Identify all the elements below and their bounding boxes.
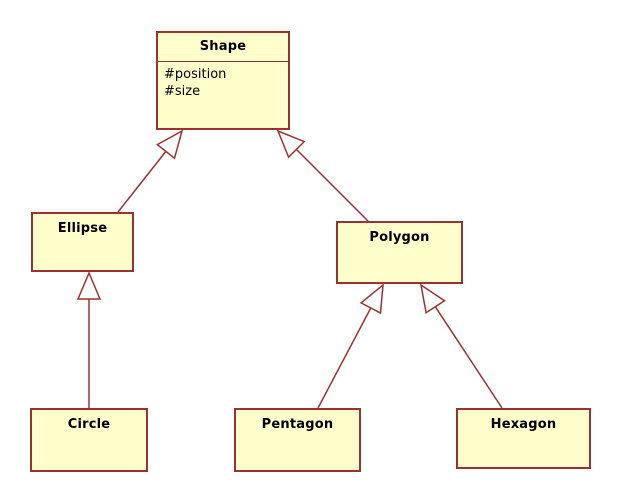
- class-node-circle[interactable]: Circle: [30, 408, 148, 472]
- class-name: Pentagon: [261, 417, 334, 432]
- generalization-arrowhead-icon: [276, 129, 306, 159]
- attribute-size: #size: [164, 84, 201, 99]
- edge-hexagon-to-polygon[interactable]: [419, 283, 503, 409]
- class-attributes: #position #size: [158, 62, 288, 104]
- edge-circle-to-ellipse[interactable]: [76, 271, 102, 408]
- edge-line: [317, 307, 372, 409]
- class-name: Shape: [158, 33, 288, 62]
- edge-polygon-to-shape[interactable]: [276, 129, 369, 222]
- class-name: Circle: [67, 417, 111, 432]
- edge-ellipse-to-shape[interactable]: [117, 129, 184, 213]
- class-node-polygon[interactable]: Polygon: [336, 221, 463, 284]
- generalization-arrowhead-icon: [155, 129, 184, 160]
- class-node-ellipse[interactable]: Ellipse: [31, 212, 134, 272]
- class-name: Polygon: [369, 230, 430, 245]
- generalization-arrowhead-icon: [419, 283, 446, 315]
- edge-line: [295, 148, 369, 222]
- class-node-hexagon[interactable]: Hexagon: [456, 408, 591, 469]
- class-node-pentagon[interactable]: Pentagon: [234, 408, 361, 472]
- generalization-arrowhead-icon: [76, 271, 102, 300]
- attribute-position: #position: [164, 67, 227, 82]
- class-node-shape[interactable]: Shape #position #size: [156, 31, 290, 130]
- class-name: Hexagon: [490, 417, 557, 432]
- generalization-arrowhead-icon: [359, 283, 384, 315]
- class-name: Ellipse: [57, 221, 108, 236]
- edge-pentagon-to-polygon[interactable]: [317, 283, 384, 409]
- edge-line: [434, 306, 503, 409]
- edge-line: [117, 150, 167, 213]
